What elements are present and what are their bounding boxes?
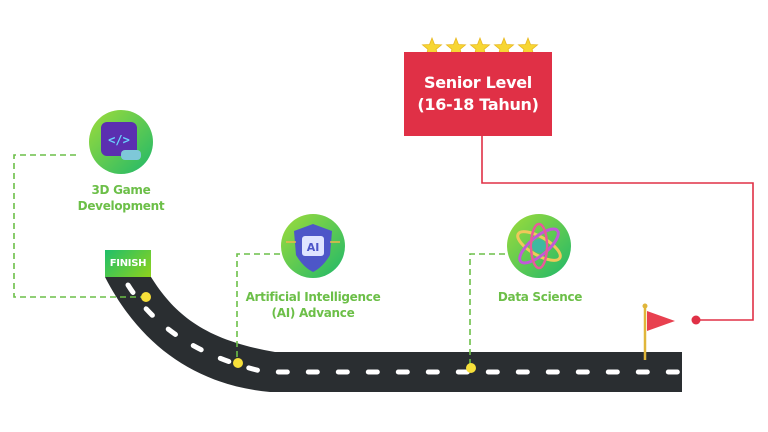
connector-3d-game — [13, 154, 145, 298]
flag-icon — [642, 303, 675, 360]
atom-icon — [507, 214, 571, 278]
connector-dot — [691, 315, 701, 325]
ai-shield-icon: AI — [281, 214, 345, 278]
milestone-label-data-science[interactable]: Data Science — [497, 290, 583, 304]
milestone-label-ai[interactable]: Artificial Intelligence (AI) Advance — [245, 290, 381, 320]
connector-ai — [236, 253, 280, 362]
game-code-icon: </> — [89, 110, 153, 174]
level-age-range: (16-18 Tahun) — [417, 95, 539, 114]
road-lane-markings — [125, 282, 685, 375]
level-title: Senior Level — [424, 73, 532, 92]
milestone-connectors — [13, 154, 505, 368]
finish-sign: FINISH — [105, 250, 151, 277]
milestone-marker-3d-game[interactable] — [141, 292, 151, 302]
milestone-marker-data-science[interactable] — [466, 363, 476, 373]
senior-level-card: Senior Level (16-18 Tahun) — [404, 52, 552, 136]
connector-data-science — [469, 253, 505, 368]
milestone-marker-ai[interactable] — [233, 358, 243, 368]
svg-text:AI: AI — [307, 241, 320, 254]
level-connector — [481, 136, 754, 325]
milestone-label-3d-game[interactable]: 3D Game Development — [77, 183, 165, 213]
svg-text:</>: </> — [108, 133, 130, 147]
road — [105, 277, 685, 392]
